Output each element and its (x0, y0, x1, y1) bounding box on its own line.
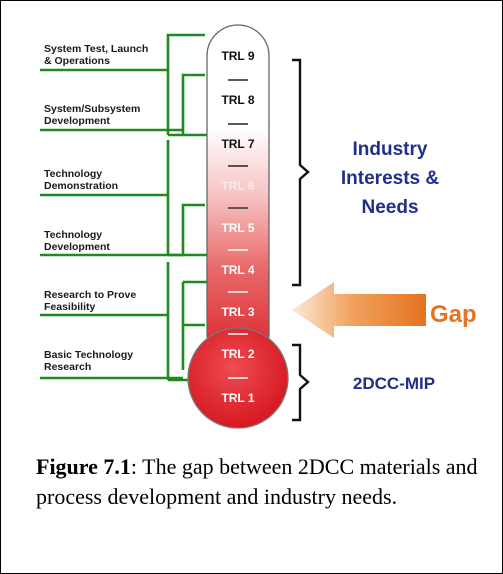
stage-label: Research to Prove (44, 289, 136, 301)
stage-label: Development (44, 241, 110, 253)
trl-label: TRL 1 (221, 391, 254, 405)
trl-label: TRL 7 (221, 137, 254, 151)
figure-caption: Figure 7.1: The gap between 2DCC materia… (36, 452, 486, 512)
trl-label: TRL 3 (221, 305, 254, 319)
gap-arrow (292, 282, 426, 338)
stage-label: Basic Technology (44, 349, 133, 361)
stage-label: System/Subsystem (44, 103, 140, 115)
program-label: 2DCC-MIP (353, 374, 435, 393)
stage-label: Research (44, 361, 91, 373)
stage-label: System Test, Launch (44, 43, 148, 55)
industry-label: Industry Interests & Needs (341, 139, 439, 218)
trl-label: TRL 6 (221, 179, 254, 193)
industry-label-line: Interests & (341, 168, 439, 189)
trl-label: TRL 2 (221, 347, 254, 361)
stage-label: Technology (44, 168, 102, 180)
industry-bracket (292, 58, 310, 287)
gap-label: Gap (430, 301, 477, 328)
trl-label: TRL 8 (221, 93, 254, 107)
trl-labels: TRL 9 TRL 8 TRL 7 TRL 6 TRL 5 TRL 4 TRL … (221, 49, 254, 405)
trl-label: TRL 4 (221, 263, 254, 277)
industry-label-line: Needs (361, 197, 418, 218)
industry-label-line: Industry (353, 139, 428, 160)
stage-label: Demonstration (44, 180, 118, 192)
stage-labels: System Test, Launch & Operations System/… (44, 43, 148, 373)
stage-label: Feasibility (44, 301, 96, 313)
trl-label: TRL 9 (221, 49, 254, 63)
stage-label: Technology (44, 229, 102, 241)
trl-dividers (228, 79, 248, 379)
trl-label: TRL 5 (221, 221, 254, 235)
stage-label: & Operations (44, 55, 110, 67)
stage-tree (40, 33, 208, 382)
caption-text: : The gap between 2DCC materials and pro… (36, 454, 478, 509)
program-bracket (292, 343, 310, 422)
stage-label: Development (44, 115, 110, 127)
figure-label: Figure 7.1 (36, 454, 131, 479)
